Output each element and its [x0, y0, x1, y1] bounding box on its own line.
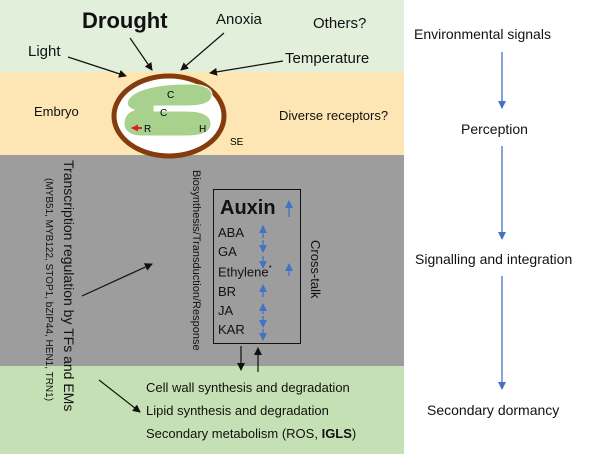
embryo-shape: [123, 83, 213, 137]
stage-perception: Perception: [461, 121, 528, 137]
secondary-metabolism-text: Secondary metabolism (ROS,: [146, 426, 322, 441]
secondary-metabolism-output: Secondary metabolism (ROS, IGLS): [146, 426, 356, 441]
hormone-kar: KAR: [218, 322, 245, 337]
hormone-ga: GA: [218, 244, 237, 259]
hormone-box: [213, 189, 301, 344]
embryo-label: Embryo: [34, 104, 79, 119]
cell-wall-output: Cell wall synthesis and degradation: [146, 380, 350, 395]
regulation-to-hormone-arrow: [81, 263, 153, 297]
anoxia-arrow: [180, 32, 225, 71]
receptors-label: Diverse receptors?: [279, 108, 389, 123]
hormone-aba: ABA: [218, 225, 245, 240]
ethylene-footnote-mark: *: [268, 264, 272, 273]
output-band: [0, 366, 404, 454]
light-label: Light: [28, 43, 61, 60]
stage-environmental-signals: Environmental signals: [414, 26, 551, 42]
radicle-label: R: [144, 124, 151, 135]
signalling-band: [0, 155, 404, 366]
regulation-to-output-arrow: [98, 379, 141, 413]
hypocotyl-label: H: [199, 124, 206, 135]
others-label: Others?: [313, 15, 367, 32]
stage-signalling: Signalling and integration: [415, 251, 573, 267]
hormone-ja: JA: [218, 303, 234, 318]
auxin-label: Auxin: [220, 197, 276, 219]
hormone-br: BR: [218, 284, 237, 299]
hormone-ethylene: Ethylene*: [218, 264, 272, 279]
stage-secondary-dormancy: Secondary dormancy: [427, 402, 560, 418]
igls-label: IGLS: [321, 426, 352, 441]
secondary-metabolism-close: ): [351, 426, 357, 441]
temperature-label: Temperature: [285, 50, 370, 67]
seed-envelope-label: SE: [230, 137, 244, 148]
cotyledon-c2-label: C: [160, 108, 167, 119]
anoxia-label: Anoxia: [216, 11, 262, 28]
light-arrow: [67, 56, 127, 78]
drought-arrow: [129, 37, 153, 71]
cotyledon-c1-label: C: [167, 90, 174, 101]
temperature-arrow: [209, 60, 284, 76]
lipid-output: Lipid synthesis and degradation: [146, 403, 329, 418]
drought-label: Drought: [82, 8, 168, 33]
hormone-ethylene-name: Ethylene: [218, 264, 269, 280]
environment-band: [0, 0, 404, 72]
